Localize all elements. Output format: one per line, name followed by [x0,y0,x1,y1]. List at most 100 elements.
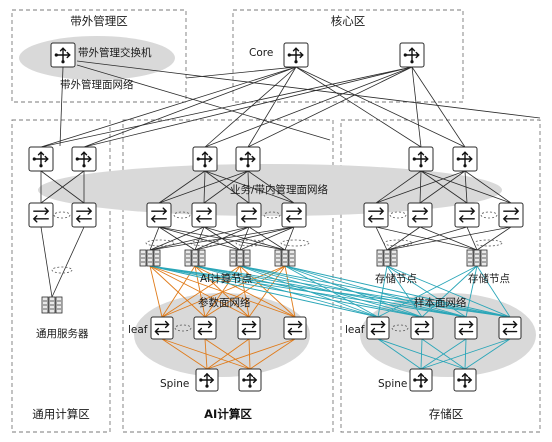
param-network-label: 参数面网络 [198,296,251,309]
zone-ai-title: AI计算区 [204,407,252,421]
router-icon [408,146,434,172]
core-uplink [247,66,413,148]
aggregation-link [247,170,295,204]
param-link [249,338,296,370]
devices [28,42,524,392]
router-icon [28,146,54,172]
switch-icon [236,202,262,228]
zone-core-title: 核心区 [331,14,366,28]
switch-icon [191,202,217,228]
link-aggregation-mark [53,211,71,219]
param-link [206,338,296,370]
core-uplink [247,66,297,148]
server-link [40,226,53,298]
server-icon [466,249,488,267]
switch-icon [498,316,522,340]
sample-link [377,265,388,318]
sample-link [284,265,467,318]
switch-icon [237,316,261,340]
link-aggregation-mark [280,239,310,247]
sample-link [386,265,511,318]
zone-storage-title: 存储区 [429,407,464,421]
sample-link [465,265,478,318]
param-link [206,338,250,370]
sample-link [420,338,467,370]
sample-link [476,265,511,318]
param-link [204,338,208,370]
switch-icon [363,202,389,228]
zone-core [232,9,464,103]
zone-ai [122,119,334,433]
storage-node-link [476,226,512,251]
sample-link [377,265,478,318]
sample-link [420,338,423,370]
server-icon [139,249,161,267]
switch-icon [498,202,524,228]
aggregation-link [419,170,466,204]
sample-network-label: 样本面网络 [414,296,467,309]
core-uplink [411,66,422,148]
router-icon [192,146,218,172]
switch-icon [71,202,97,228]
zone-general-title: 通用计算区 [32,407,90,421]
aggregation-link [464,170,468,204]
storage-node-label-2: 存储节点 [468,272,510,285]
switch-icon [28,202,54,228]
router-icon [195,368,219,392]
aggregation-link [464,170,512,204]
sample-link [239,265,379,318]
core-uplink [204,66,297,148]
ai-node-link [149,226,250,251]
aggregation-link [203,170,249,204]
aggregation-link [158,170,249,204]
sample-link [386,265,423,318]
link-aggregation-mark [190,239,220,247]
core-uplink [83,66,297,148]
param-link [149,265,163,318]
ai-node-link [194,226,295,251]
switch-icon [407,202,433,228]
link-aggregation-mark [480,211,498,219]
router-icon [50,42,76,68]
router-icon [399,42,425,68]
aggregation-link [420,170,468,204]
storage-node-label-1: 存储节点 [375,272,417,285]
aggregation-link [204,170,295,204]
core-uplink [411,66,466,148]
switch-icon [281,202,307,228]
sample-link [149,265,379,318]
oob-switch-label: 带外管理交换机 [78,46,152,59]
sample-link [284,265,423,318]
aggregation-link [375,170,422,204]
leaf-storage-label: leaf [345,324,365,336]
link-aggregation-mark [263,211,281,219]
aggregation-link [204,170,250,204]
switch-icon [410,316,434,340]
link-aggregation-mark [383,239,413,247]
router-icon [409,368,433,392]
link-aggregation-mark [473,239,503,247]
param-link [161,265,286,318]
link-aggregation-mark [173,211,191,219]
business-network-label: 业务/带内管理面网络 [230,183,329,196]
ai-node-link [149,226,205,251]
sample-link [421,265,478,318]
storage-node-link [386,226,512,251]
zone-oob [11,9,187,103]
core-uplink [83,66,413,148]
storage-node-link [386,226,421,251]
core-uplink [295,66,466,148]
link-aggregation-mark [389,211,407,219]
oob-link [185,66,297,79]
general-server-label: 通用服务器 [36,327,89,340]
sample-link [386,265,467,318]
param-link [149,265,250,318]
router-icon [71,146,97,172]
aggregation-link [158,170,206,204]
core-uplink [40,66,297,148]
core-uplink [204,66,413,148]
param-link [149,265,206,318]
sample-link [284,265,379,318]
link-aggregation-mark [145,239,175,247]
